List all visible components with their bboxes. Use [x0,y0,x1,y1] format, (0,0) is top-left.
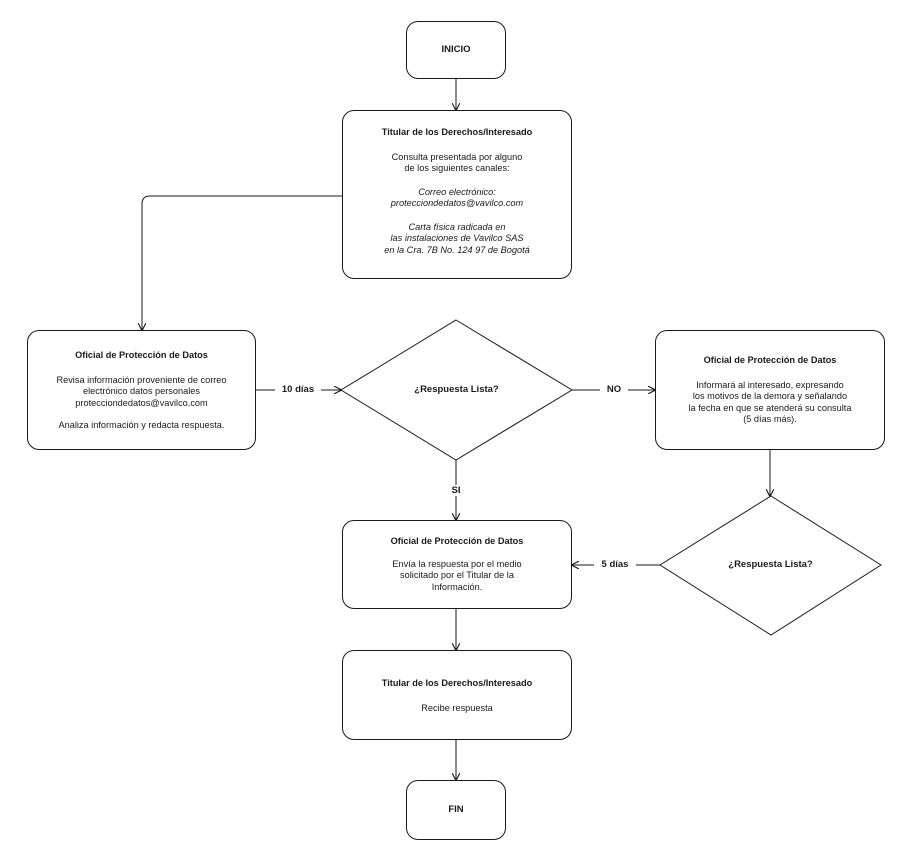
decision-2-diamond [659,495,882,636]
end-terminator: FIN [406,780,506,840]
titular-receive-title: Titular de los Derechos/Interesado [381,678,533,688]
start-label: INICIO [441,44,471,56]
oficial-review-title: Oficial de Protección de Datos [75,350,208,360]
decision-1-diamond [340,319,573,461]
label-no: NO [600,384,628,395]
start-terminator: INICIO [406,21,506,79]
oficial-send-body: Envía la respuesta por el medio solicita… [392,558,522,592]
oficial-review-body2: Analiza información y redacta respuesta. [58,420,225,430]
end-label: FIN [448,804,464,816]
label-five-days: 5 días [594,559,636,570]
titular-email-channel: Correo electrónico: protecciondedatos@va… [390,186,524,209]
oficial-inform-title: Oficial de Protección de Datos [703,355,837,365]
titular-letter-channel: Carta física radicada en las instalacion… [384,221,530,255]
label-si: SI [446,485,466,496]
oficial-review-body: Revisa información proveniente de correo… [56,374,227,408]
decision-1-label: ¿Respuesta Lista? [414,384,499,395]
label-ten-days: 10 días [275,384,321,395]
oficial-send-box: Oficial de Protección de Datos Envía la … [342,520,572,609]
oficial-send-title: Oficial de Protección de Datos [390,536,524,546]
oficial-inform-box: Oficial de Protección de Datos Informará… [655,330,885,450]
titular-request-title: Titular de los Derechos/Interesado [381,127,533,137]
titular-receive-body: Recibe respuesta [421,702,493,713]
titular-request-body: Consulta presentada por alguno de los si… [391,151,523,174]
oficial-inform-body: Informará al interesado, expresando los … [688,379,852,425]
decision-2-label: ¿Respuesta Lista? [728,559,813,570]
connector-titular-to-review [142,195,342,330]
titular-receive-box: Titular de los Derechos/Interesado Recib… [342,650,572,740]
oficial-review-box: Oficial de Protección de Datos Revisa in… [27,330,256,450]
titular-request-box: Titular de los Derechos/Interesado Consu… [342,110,572,279]
